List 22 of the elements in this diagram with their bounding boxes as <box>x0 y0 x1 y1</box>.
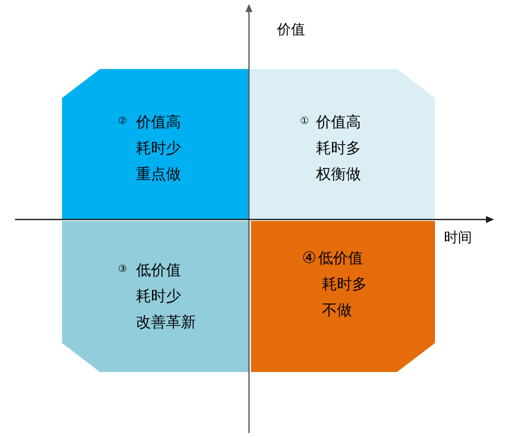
quadrant-text: 耗时少 <box>136 286 181 307</box>
quadrant-text: 不做 <box>322 300 352 321</box>
quadrant-text: 改善革新 <box>136 312 196 333</box>
axis-label: 价值 <box>277 21 305 39</box>
axis-label: 时间 <box>444 229 472 247</box>
quadrant-text: 价值高 <box>136 112 181 133</box>
quadrant-text: 权衡做 <box>316 164 361 185</box>
quadrant-text: 低价值 <box>318 248 363 269</box>
rank-number: ③ <box>118 265 127 275</box>
quadrant-panel <box>62 69 249 219</box>
rank-number: ① <box>300 117 309 127</box>
rank-number: ② <box>118 117 127 127</box>
quadrant-panel <box>251 221 435 372</box>
quadrant-text: 耗时多 <box>316 138 361 159</box>
quadrant-text: 价值高 <box>316 112 361 133</box>
quadrant-panel <box>250 69 435 219</box>
quadrant-panel <box>62 221 249 372</box>
quadrant-text: 耗时少 <box>136 138 181 159</box>
quadrant-text: 低价值 <box>136 260 181 281</box>
quadrant-text: 耗时多 <box>322 274 367 295</box>
rank-number: ④ <box>302 250 316 266</box>
quadrant-text: 重点做 <box>136 164 181 185</box>
